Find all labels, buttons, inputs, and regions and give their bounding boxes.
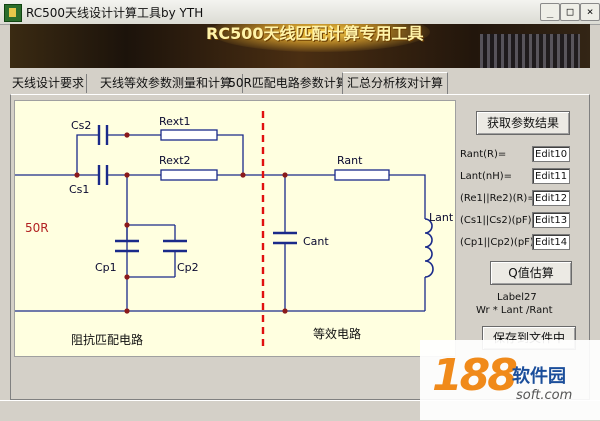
cs-parallel-field-label: (Cs1||Cs2)(pF)= xyxy=(460,215,540,226)
rext2-resistor xyxy=(160,169,218,181)
banner-skyline xyxy=(480,34,580,68)
tab-equivalent-params[interactable]: 天线等效参数测量和计算 xyxy=(90,74,243,93)
lant-field-label: Lant(nH)= xyxy=(460,171,512,182)
cp1-label: Cp1 xyxy=(95,261,117,274)
junction-dot xyxy=(124,222,130,228)
result-label: Label27 xyxy=(497,292,537,303)
tab-antenna-requirements[interactable]: 天线设计要求 xyxy=(10,74,87,93)
junction-dot xyxy=(240,172,246,178)
window-title: RC500天线设计计算工具by YTH xyxy=(26,6,204,20)
watermark: 188 软件园 soft.com xyxy=(420,340,600,420)
rext1-resistor xyxy=(160,129,218,141)
cp-parallel-field-label: (Cp1||Cp2)(pF)= xyxy=(460,237,543,248)
junction-dot xyxy=(124,132,130,138)
cs1-label: Cs1 xyxy=(69,183,90,196)
tab-50r-matching[interactable]: 50R匹配电路参数计算 xyxy=(226,74,351,93)
rant-label: Rant xyxy=(337,154,363,167)
re-parallel-edit[interactable]: Edit12 xyxy=(532,190,570,206)
tab-panel xyxy=(10,94,590,400)
get-results-button[interactable]: 获取参数结果 xyxy=(476,111,570,135)
cs2-label: Cs2 xyxy=(71,119,92,132)
cs2-wire-left xyxy=(76,134,99,175)
q-formula: Wr * Lant /Rant xyxy=(476,305,553,316)
junction-dot xyxy=(282,308,288,314)
rext2-label: Rext2 xyxy=(159,154,191,167)
re-parallel-field-label: (Re1||Re2)(R)= xyxy=(460,193,536,204)
cs-parallel-edit[interactable]: Edit13 xyxy=(532,212,570,228)
rext1-label: Rext1 xyxy=(159,115,191,128)
title-bar: RC500天线设计计算工具by YTH _ □ × xyxy=(0,0,600,25)
lant-label: Lant xyxy=(429,211,454,224)
cp-parallel-edit[interactable]: Edit14 xyxy=(532,234,570,250)
cant-label: Cant xyxy=(303,235,329,248)
rant-edit[interactable]: Edit10 xyxy=(532,146,570,162)
cp2-label: Cp2 xyxy=(177,261,199,274)
junction-dot xyxy=(282,172,288,178)
maximize-button[interactable]: □ xyxy=(560,3,580,21)
watermark-site: soft.com xyxy=(516,388,573,403)
equivalent-circuit-caption: 等效电路 xyxy=(313,327,362,341)
junction-dot xyxy=(124,274,130,280)
header-banner: RC500天线匹配计算专用工具 xyxy=(10,24,590,68)
q-estimate-button[interactable]: Q值估算 xyxy=(490,261,572,285)
lant-edit[interactable]: Edit11 xyxy=(532,168,570,184)
junction-dot xyxy=(124,308,130,314)
lant-inductor xyxy=(424,218,434,278)
watermark-logo: 188 xyxy=(432,350,518,401)
app-icon xyxy=(4,4,22,22)
watermark-name: 软件园 xyxy=(512,366,566,387)
junction-dot xyxy=(74,172,80,178)
banner-title: RC500天线匹配计算专用工具 xyxy=(206,24,424,43)
rant-wire-right xyxy=(389,174,426,219)
close-button[interactable]: × xyxy=(580,3,600,21)
impedance-50r-label: 50R xyxy=(25,221,49,235)
minimize-button[interactable]: _ xyxy=(540,3,560,21)
tab-summary-analysis[interactable]: 汇总分析核对计算 xyxy=(342,72,448,94)
junction-dot xyxy=(124,172,130,178)
rant-field-label: Rant(R)= xyxy=(460,149,507,160)
circuit-svg xyxy=(15,111,434,351)
matching-circuit-caption: 阻抗匹配电路 xyxy=(71,333,144,347)
rant-resistor xyxy=(334,169,390,181)
rext1-wire-right xyxy=(217,134,244,175)
circuit-diagram: Cs2 Cs1 Rext1 Rext2 Rant Lant Cant Cp1 C… xyxy=(14,100,456,357)
